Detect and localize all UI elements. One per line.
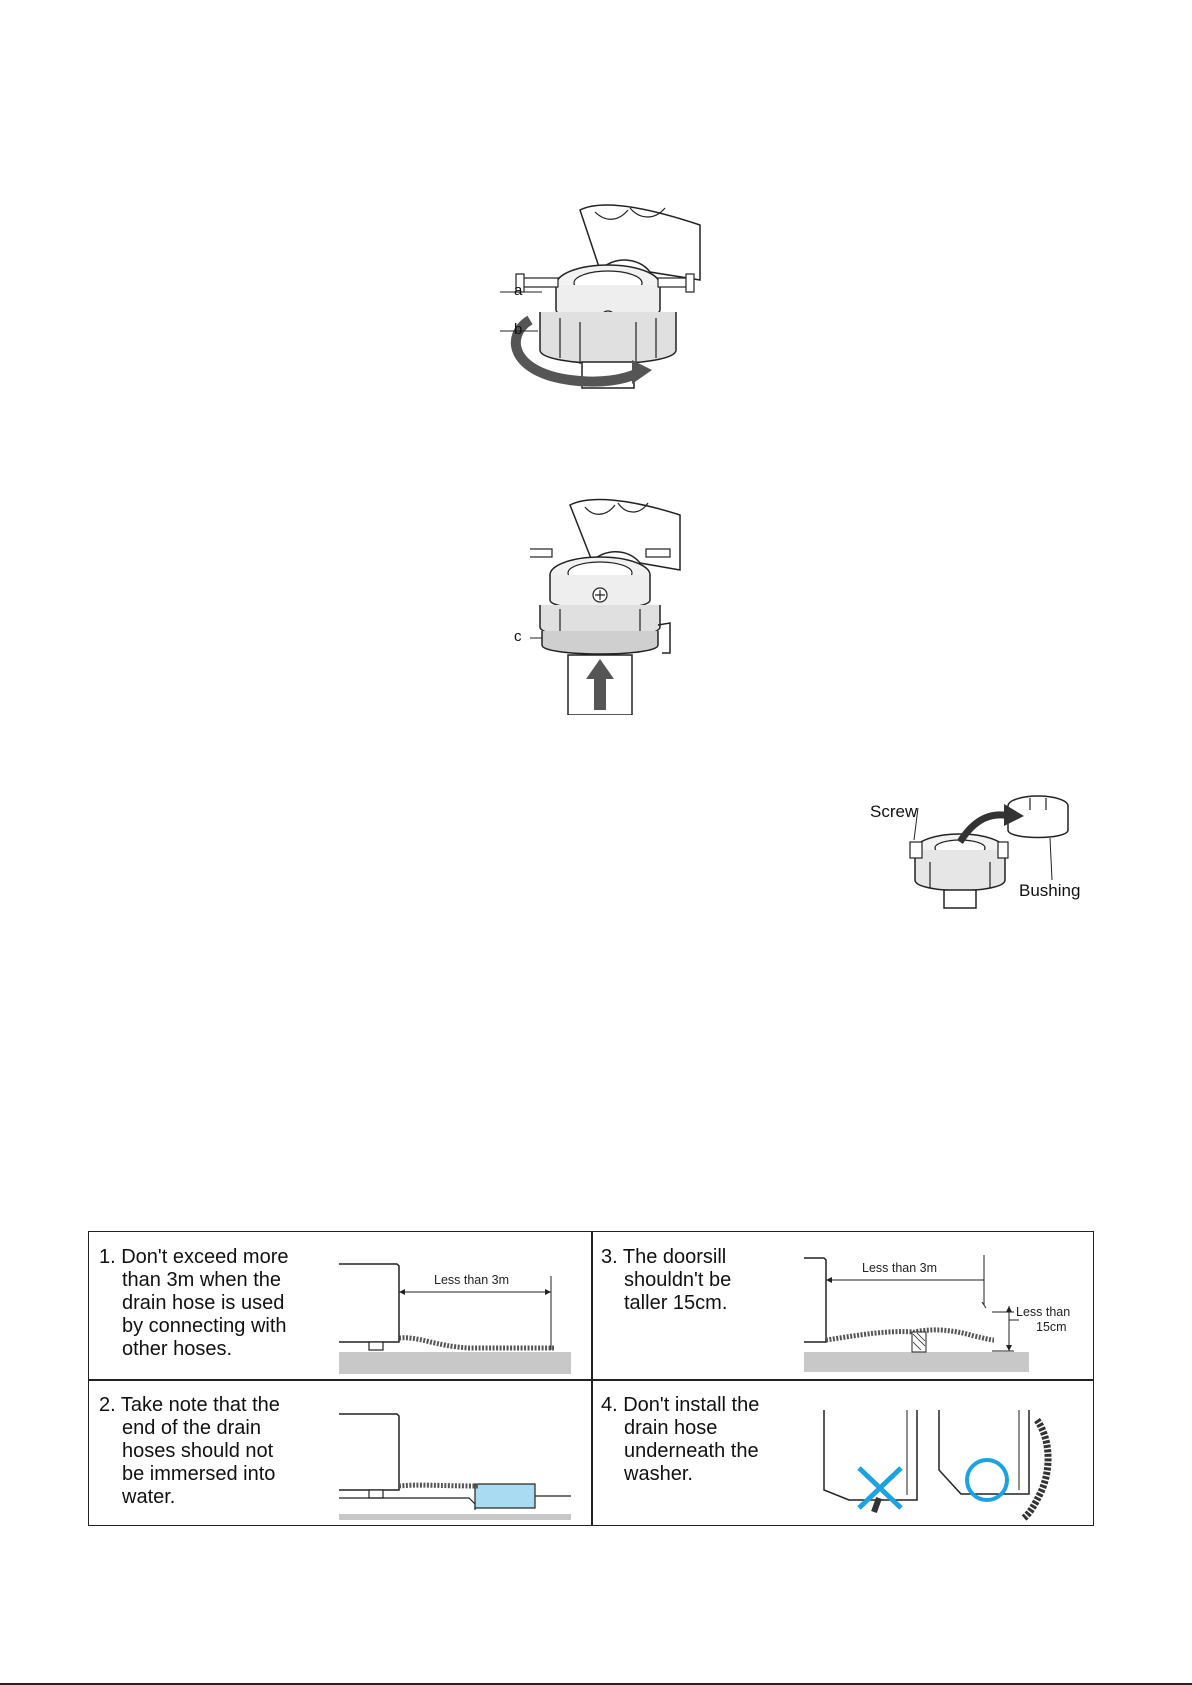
figure-label-c: c — [514, 628, 522, 645]
screw-bushing-illustration — [909, 795, 1069, 909]
coupler-turn-illustration — [500, 204, 701, 389]
guideline-3-height-label-2: 15cm — [1036, 1320, 1067, 1334]
guideline-2-line: 2. Take note that the — [99, 1394, 280, 1416]
table-divider-horizontal — [89, 1379, 1093, 1381]
guideline-4-text: 4. Don't install the drain hose undernea… — [601, 1394, 759, 1486]
guideline-1-line: than 3m when the — [122, 1269, 281, 1291]
x-mark-icon — [857, 1466, 903, 1510]
guideline-1-line: 1. Don't exceed more — [99, 1246, 289, 1268]
correct-install — [938, 1410, 1052, 1521]
guideline-3-line: shouldn't be — [624, 1269, 732, 1291]
guideline-2-line: water. — [122, 1486, 176, 1508]
guideline-3-line: 3. The doorsill — [601, 1246, 727, 1268]
guideline-3-line: taller 15cm. — [624, 1292, 728, 1314]
guideline-1-dim-label: Less than 3m — [434, 1273, 509, 1287]
guideline-2-illustration — [339, 1413, 571, 1520]
o-mark-icon — [965, 1458, 1009, 1502]
guideline-4-line: drain hose — [624, 1417, 718, 1439]
guideline-1-line: by connecting with — [122, 1315, 287, 1337]
figure-label-a: a — [514, 282, 523, 299]
incorrect-install — [823, 1410, 918, 1514]
guideline-4-line: washer. — [624, 1463, 693, 1485]
guideline-4-illustration — [823, 1410, 1052, 1521]
guideline-2-line: be immersed into — [122, 1463, 276, 1485]
guideline-3-illustration: Less than 3m Less than 15cm — [804, 1255, 1070, 1372]
guideline-2-text: 2. Take note that the end of the drain h… — [99, 1394, 280, 1509]
guideline-3-dim-label: Less than 3m — [862, 1261, 937, 1275]
guideline-4-line: underneath the — [624, 1440, 759, 1462]
guideline-1-line: drain hose is used — [122, 1292, 285, 1314]
guideline-1-illustration: Less than 3m — [339, 1263, 571, 1374]
guideline-4-line: 4. Don't install the — [601, 1394, 760, 1416]
guideline-1-text: 1. Don't exceed more than 3m when the dr… — [99, 1246, 288, 1361]
guideline-3-height-label-1: Less than — [1016, 1305, 1070, 1319]
guideline-2-line: hoses should not — [122, 1440, 274, 1462]
guideline-2-line: end of the drain — [122, 1417, 261, 1439]
figure-hose-insert — [510, 495, 690, 716]
table-divider-vertical — [591, 1232, 593, 1525]
drain-hose-guidelines-table: 1. Don't exceed more than 3m when the dr… — [88, 1231, 1094, 1526]
guideline-1-line: other hoses. — [122, 1338, 233, 1360]
figure-label-bushing: Bushing — [1019, 881, 1081, 900]
figure-label-b: b — [514, 321, 523, 338]
hose-insert-illustration — [510, 498, 681, 716]
figure-drain-coupler-turn — [500, 200, 720, 390]
figure-label-screw: Screw — [870, 802, 918, 821]
guideline-3-text: 3. The doorsill shouldn't be taller 15cm… — [601, 1246, 731, 1315]
figure-screw-bushing — [900, 790, 1100, 930]
page-bottom-rule — [0, 1683, 1192, 1685]
